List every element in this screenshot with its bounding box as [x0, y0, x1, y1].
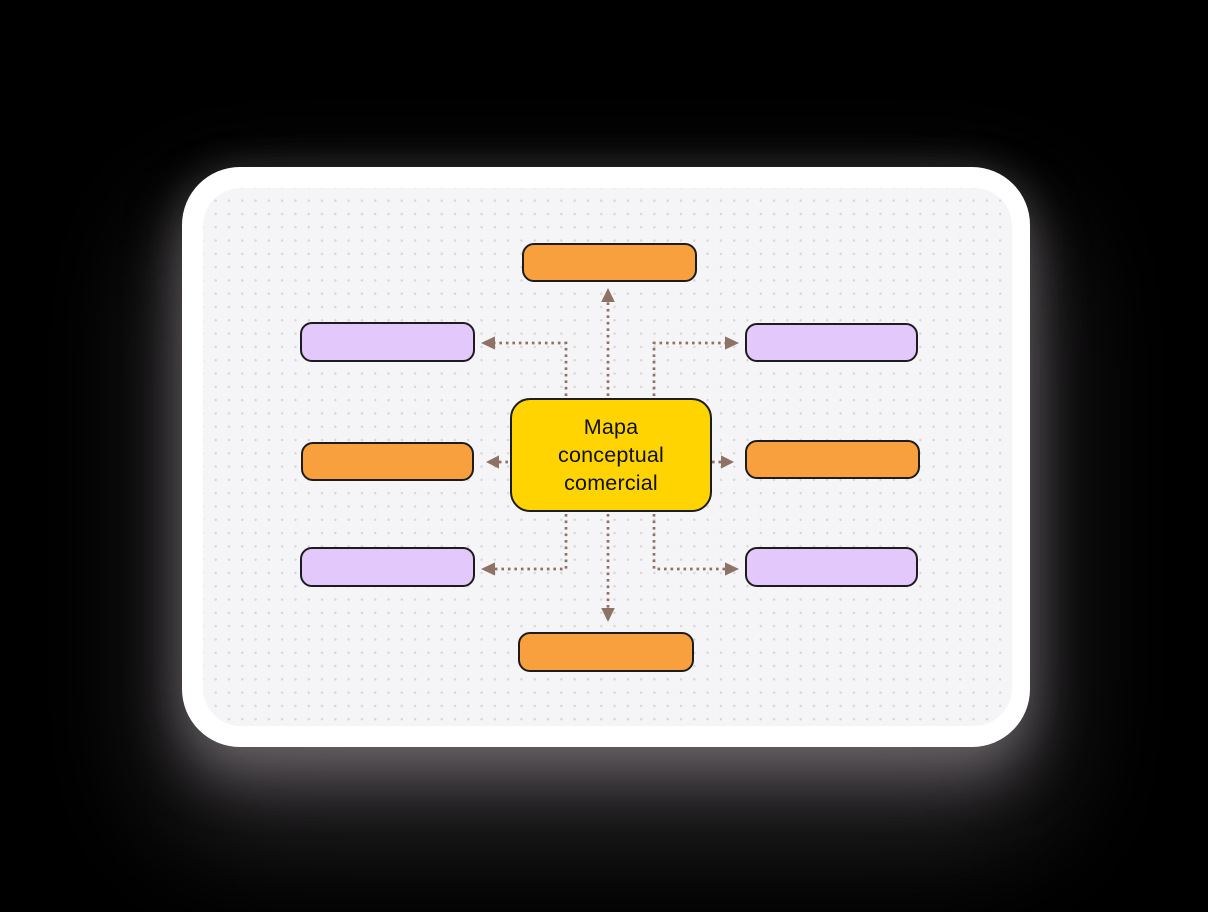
node-bottom-left[interactable] [300, 547, 475, 587]
node-top[interactable] [522, 243, 697, 282]
node-bottom[interactable] [518, 632, 694, 672]
node-top-left[interactable] [300, 322, 475, 362]
node-top-right[interactable] [745, 323, 918, 362]
node-bottom-right[interactable] [745, 547, 918, 587]
node-middle-left[interactable] [301, 442, 474, 481]
node-middle-right[interactable] [745, 440, 920, 479]
node-center-title[interactable]: Mapa conceptual comercial [510, 398, 712, 512]
